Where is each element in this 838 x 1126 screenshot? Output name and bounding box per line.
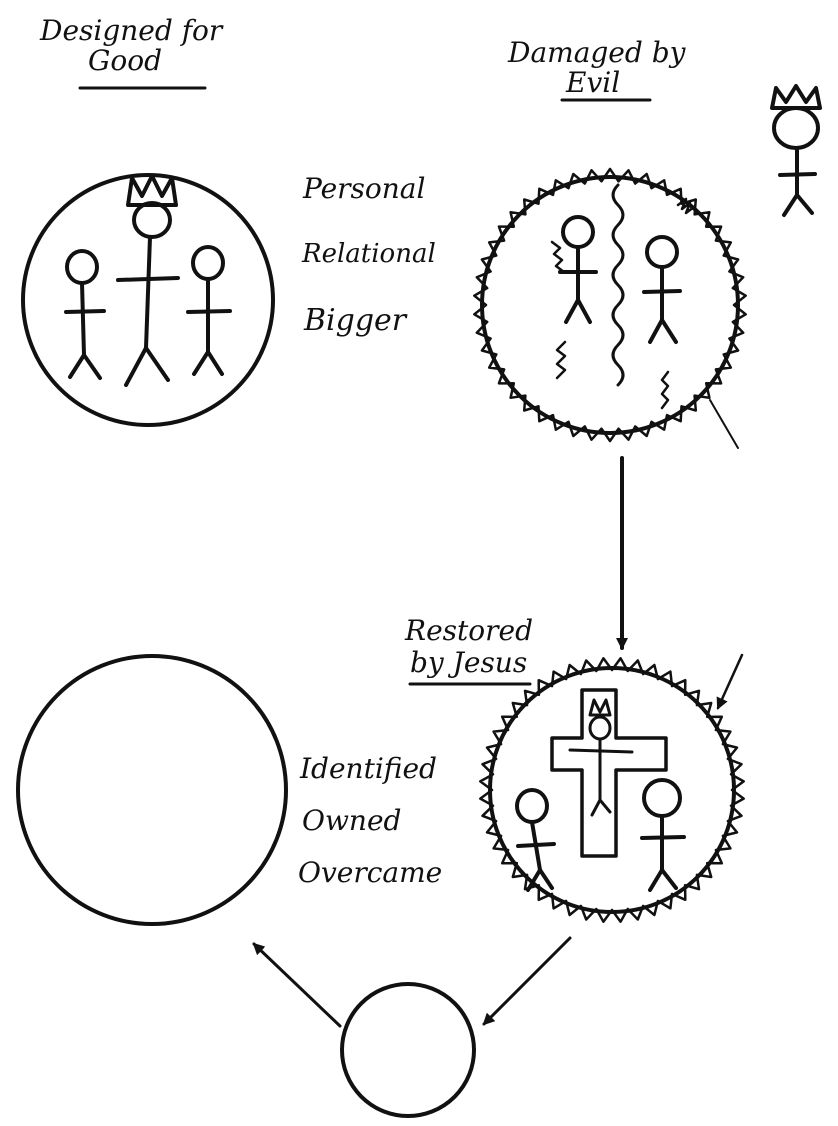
label-personal: Personal [302, 172, 425, 205]
circle-damaged-by-evil [473, 167, 747, 443]
crown-icon [588, 698, 612, 717]
king-figure-outside [770, 84, 822, 217]
heading-restored-by-jesus: Restored by Jesus [404, 614, 533, 686]
crown-icon [126, 174, 178, 207]
heading-damaged-line1: Damaged by [507, 36, 687, 69]
person-figure-left [64, 249, 106, 380]
jagged-border [473, 167, 747, 443]
spear-arrow-restored [716, 653, 744, 710]
evil-squiggle-arrow-3 [555, 340, 567, 380]
jagged-border [479, 657, 745, 923]
circle-empty-small [340, 982, 476, 1118]
evil-squiggle-arrow-1 [550, 240, 566, 274]
label-relational: Relational [301, 239, 436, 269]
heading-restored-line2: by Jesus [410, 646, 527, 679]
circle-empty-large [16, 654, 288, 926]
circle-restored-by-jesus [479, 657, 745, 923]
evil-squiggle-arrow-4 [660, 370, 670, 410]
heading-designed-for-good: Designed for Good [39, 14, 224, 90]
circle-designed-for-good [21, 173, 275, 427]
labels-bottom: Identified Owned Overcame [298, 752, 442, 889]
person-figure-right [186, 245, 232, 376]
label-owned: Owned [302, 804, 401, 837]
label-identified: Identified [299, 752, 437, 785]
heading-damaged-line2: Evil [565, 66, 620, 99]
heading-restored-line1: Restored [404, 614, 533, 647]
arrow-small-to-large [252, 942, 342, 1028]
person-figure-right [642, 235, 682, 344]
heading-designed-line2: Good [88, 44, 162, 77]
label-overcame: Overcame [298, 856, 442, 889]
person-figure-right [640, 778, 686, 892]
person-figure-left [515, 788, 556, 892]
spear-line-top [709, 399, 739, 449]
cross-icon [550, 688, 668, 858]
heading-designed-line1: Designed for [39, 14, 224, 47]
evil-squiggle-center [611, 183, 625, 387]
heading-damaged-by-evil: Damaged by Evil [507, 36, 687, 102]
labels-top: Personal Relational Bigger [301, 172, 436, 338]
label-bigger: Bigger [303, 303, 408, 338]
person-figure-left [558, 215, 598, 324]
king-figure [116, 174, 180, 387]
arrow-restored-to-small [482, 936, 572, 1026]
crown-icon [770, 84, 822, 110]
evil-squiggle-arrow-2 [676, 197, 696, 215]
